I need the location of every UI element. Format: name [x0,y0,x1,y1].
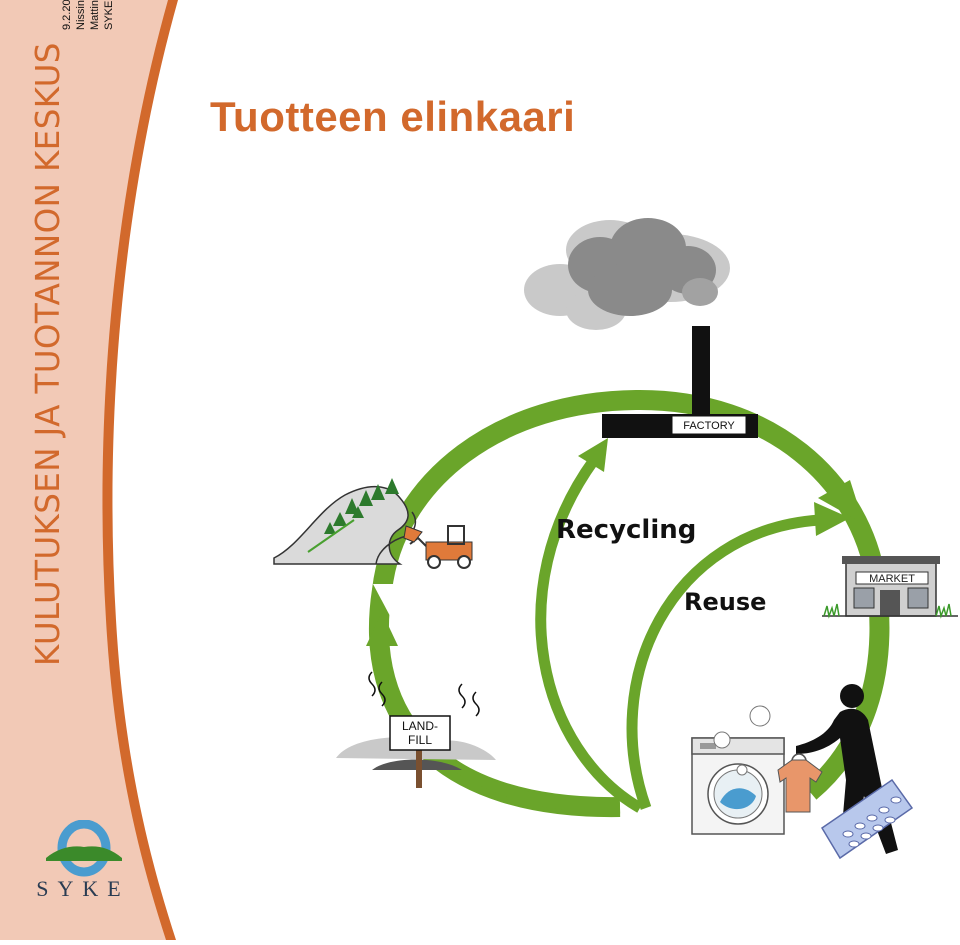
vertical-title: KULUTUKSEN JA TUOTANNON KESKUS [29,42,67,666]
consumer-use-icon [691,684,914,860]
landfill-label-line-1: LAND- [402,719,438,733]
credit-line-4: SYKE [103,0,115,30]
life-cycle-diagram: FACTORY MARKET [200,160,960,940]
landfill-to-raw-arrow [366,612,398,646]
reuse-arrow [626,502,850,810]
factory-icon: FACTORY [602,326,758,438]
market-label: MARKET [869,573,915,585]
smoke-cloud-icon [524,218,730,330]
ring-gap [373,584,407,616]
raw-material-extraction-icon [273,478,473,569]
sidebar-band [0,0,178,940]
factory-to-market-arrow [818,480,864,524]
syke-logo-icon [46,820,122,877]
credit-line-2: Nissinen ja [75,0,87,30]
factory-label: FACTORY [683,420,735,432]
credit-line-3: Mattinen, [89,0,101,30]
recycling-label: Recycling [556,515,696,545]
reuse-label: Reuse [684,588,766,616]
page-title: Tuotteen elinkaari [210,93,576,140]
market-icon: MARKET [822,556,958,619]
syke-logo-text: SYKE [36,876,130,901]
recycling-arrow [535,438,643,813]
laundry-basket-icon [820,778,914,860]
landfill-icon: LAND- FILL [336,671,496,788]
sidebar: KULUTUKSEN JA TUOTANNON KESKUS 9.2.2012,… [0,0,200,940]
loader-icon [403,525,473,569]
landfill-label-line-2: FILL [408,733,432,747]
credit-line-1: 9.2.2012, [61,0,73,30]
